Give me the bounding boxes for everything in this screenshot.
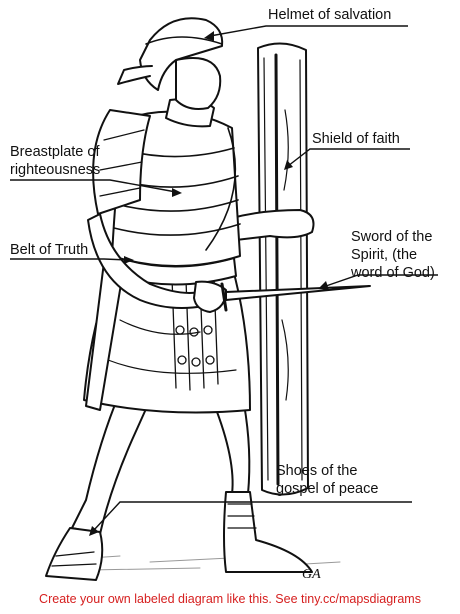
shield-arm (232, 210, 314, 240)
label-sword-line3: word of God) (351, 264, 435, 282)
front-leg (214, 404, 249, 494)
label-shoes-line1: Shoes of the (276, 462, 378, 480)
label-shoes-line2: gospel of peace (276, 480, 378, 498)
label-sword-line1: Sword of the (351, 228, 435, 246)
label-shield-text: Shield of faith (312, 130, 400, 148)
label-breastplate-line1: Breastplate of (10, 143, 100, 161)
label-belt-of-truth: Belt of Truth (10, 241, 88, 259)
arrowhead-sword (318, 281, 329, 290)
leader-belt (10, 259, 128, 260)
label-breastplate-of-righteousness: Breastplate of righteousness (10, 143, 100, 179)
artist-signature: GA (302, 567, 321, 582)
label-sword-of-the-spirit: Sword of the Spirit, (the word of God) (351, 228, 435, 282)
shield-drawing (258, 43, 308, 494)
face (176, 58, 220, 109)
label-breastplate-line2: righteousness (10, 161, 100, 179)
label-belt-text: Belt of Truth (10, 241, 88, 259)
label-shoes-of-peace: Shoes of the gospel of peace (276, 462, 378, 498)
label-sword-line2: Spirit, (the (351, 246, 435, 264)
label-shield-of-faith: Shield of faith (312, 130, 400, 148)
footer-link[interactable]: Create your own labeled diagram like thi… (0, 592, 460, 606)
leader-helmet (210, 26, 408, 36)
label-helmet-of-salvation: Helmet of salvation (268, 6, 391, 24)
label-helmet-text: Helmet of salvation (268, 6, 391, 24)
